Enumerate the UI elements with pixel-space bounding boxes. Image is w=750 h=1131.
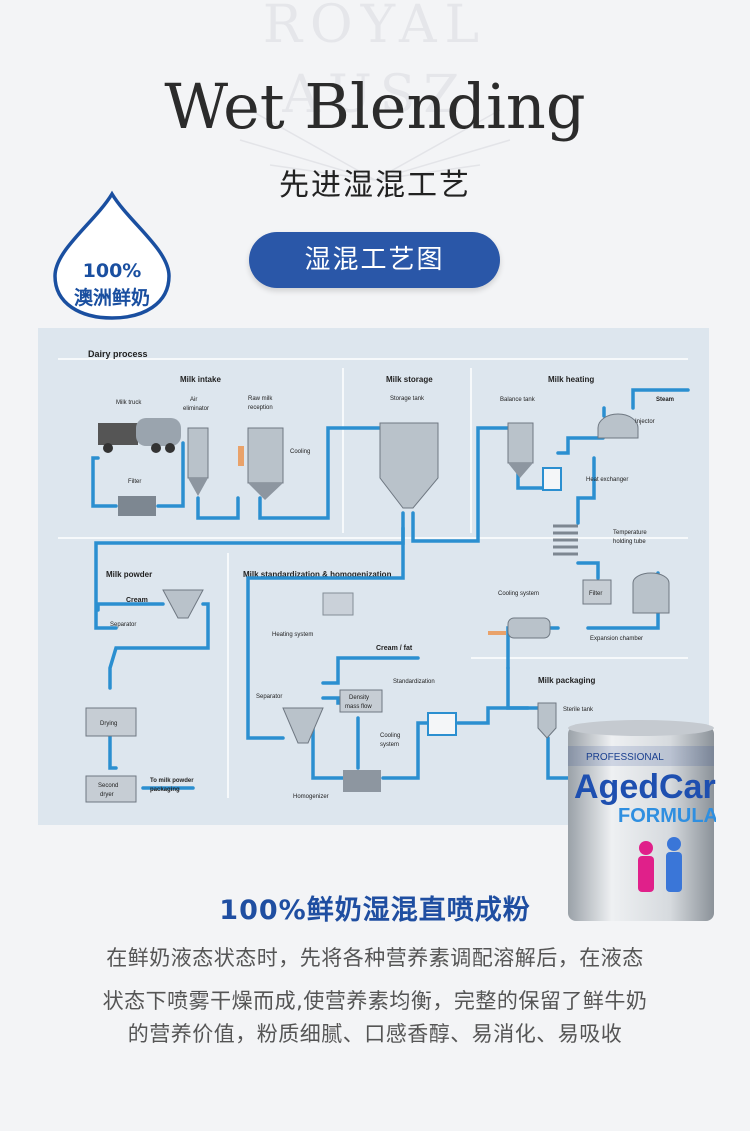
section-milk-powder: Milk powder (106, 570, 152, 579)
injector-icon (597, 413, 639, 439)
fresh-milk-badge: 100% 澳洲鲜奶 (50, 258, 174, 312)
product-brand-top: PROFESSIONAL (586, 752, 664, 763)
badge-percent: 100% (82, 260, 142, 282)
label-heating-system: Heating system (272, 632, 313, 638)
filter-icon (118, 496, 156, 516)
separator-2-icon (282, 707, 324, 744)
product-brand-sub: FORMULA (618, 805, 716, 827)
description-line-3: 的营养价值，粉质细腻、口感香醇、易消化、易吸收 (127, 1022, 623, 1046)
cooling-exchanger-icon (427, 712, 457, 736)
label-temp-2: holding tube (613, 539, 646, 545)
description-line-1: 在鲜奶液态状态时，先将各种营养素调配溶解后，在液态 (106, 946, 644, 970)
page-title: Wet Blending (164, 70, 586, 143)
cooling-system-icon (507, 617, 551, 639)
label-milk-truck: Milk truck (116, 400, 142, 406)
label-standardization: Standardization (393, 679, 435, 685)
label-cooling-system: Cooling system (498, 591, 539, 597)
label-cooling-2a: Cooling (380, 733, 400, 739)
label-homogenizer: Homogenizer (293, 794, 329, 800)
label-density-2: mass flow (345, 704, 372, 710)
label-sterile-tank: Sterile tank (563, 707, 594, 713)
section-milk-packaging: Milk packaging (538, 676, 595, 685)
label-filter: Filter (128, 479, 141, 485)
section-milk-heating: Milk heating (548, 375, 594, 384)
label-density-1: Density (349, 695, 369, 701)
label-steam: Steam (656, 397, 674, 403)
milk-drop-icon (53, 190, 171, 320)
raw-milk-tank-icon (247, 427, 284, 484)
second-dryer-icon (85, 775, 137, 803)
label-balance-tank: Balance tank (500, 397, 536, 403)
label-storage-tank: Storage tank (390, 396, 425, 402)
page-subtitle: 先进湿混工艺 (279, 168, 471, 203)
section-milk-intake: Milk intake (180, 375, 221, 384)
dairy-process-diagram: Dairy process Milk intake Milk storage M… (38, 328, 709, 825)
milk-truck-icon (98, 418, 181, 453)
label-cream-fat: Cream / fat (376, 645, 413, 652)
label-air-1: Air (190, 397, 197, 403)
diagram-title: Dairy process (88, 349, 148, 359)
label-second-2: dryer (100, 792, 114, 798)
storage-tank-icon (379, 422, 439, 509)
label-filter-2: Filter (589, 591, 602, 597)
watermark-emblem: ROYAL AUSZ (230, 0, 520, 190)
label-raw-milk-1: Raw milk (248, 396, 273, 402)
label-injector: Injector (635, 419, 655, 425)
drying-icon (85, 707, 137, 737)
product-can-image: PROFESSIONAL AgedCare FORMULA (568, 720, 716, 921)
label-heat-exchanger: Heat exchanger (586, 477, 628, 483)
density-meter-icon (339, 689, 383, 713)
heating-system-icon (322, 592, 354, 616)
section-milk-storage: Milk storage (386, 375, 433, 384)
label-cream: Cream (126, 597, 148, 604)
badge-label: 澳洲鲜奶 (73, 287, 150, 309)
label-cooling: Cooling (290, 449, 310, 455)
heat-exchanger-icon (542, 467, 562, 491)
process-diagram-button[interactable]: 湿混工艺图 (249, 232, 500, 288)
sterile-tank-icon (537, 702, 557, 739)
watermark-line1: ROYAL (262, 0, 488, 55)
label-drying: Drying (100, 721, 117, 727)
label-separator: Separator (110, 622, 136, 628)
section-standardization: Milk standardization & homogenization (243, 570, 392, 579)
homogenizer-icon (343, 770, 381, 792)
label-second-1: Second (98, 783, 118, 789)
watermark-line2: AUSZ (282, 65, 468, 125)
filter-2-icon (582, 579, 612, 605)
holding-tube-icon (553, 524, 578, 556)
expansion-chamber-icon (632, 572, 670, 614)
description-line-2: 状态下喷雾干燥而成,使营养素均衡，完整的保留了鲜牛奶 (102, 989, 648, 1013)
label-to-packaging-1: To milk powder (150, 778, 194, 784)
label-expansion: Expansion chamber (590, 636, 643, 642)
headline: 100%鲜奶湿混直喷成粉 (219, 895, 531, 926)
label-temp-1: Temperature (613, 530, 647, 536)
separator-icon (162, 589, 204, 619)
label-air-2: eliminator (183, 406, 209, 412)
label-separator-2: Separator (256, 694, 282, 700)
label-cooling-2b: system (380, 742, 399, 748)
label-to-packaging-2: packaging (150, 787, 180, 793)
product-brand-main: AgedCare (574, 768, 716, 806)
balance-tank-icon (507, 422, 534, 464)
label-raw-milk-2: reception (248, 405, 273, 411)
air-eliminator-icon (187, 427, 209, 479)
